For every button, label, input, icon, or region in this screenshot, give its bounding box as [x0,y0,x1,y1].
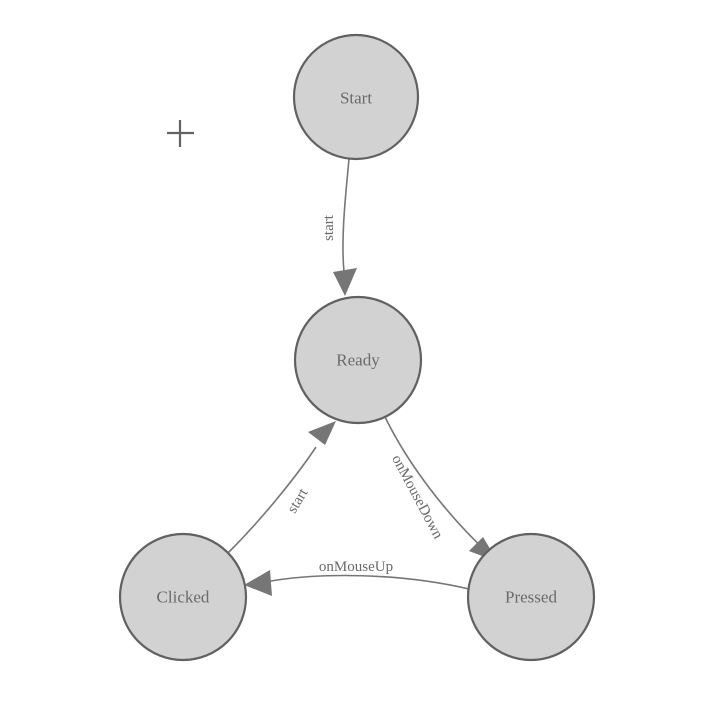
edge-label-start: start [321,214,337,241]
node-clicked[interactable]: Clicked [118,532,248,662]
edge-path-start-to-ready [342,158,350,273]
node-circle-pressed[interactable] [466,532,596,662]
node-circle-start[interactable] [292,33,420,161]
node-circle-ready[interactable] [293,295,423,425]
node-label-clicked: Clicked [157,588,210,607]
edge-ready-to-pressed[interactable]: onMouseDown [384,416,498,562]
edge-path-pressed-to-clicked [264,574,470,590]
edge-path-clicked-to-ready [227,446,317,554]
node-ready[interactable]: Ready [293,295,423,425]
node-pressed[interactable]: Pressed [466,532,596,662]
arrowhead-clicked-to-ready [308,421,336,445]
arrowhead-pressed-to-clicked [244,570,272,596]
edge-path-ready-to-pressed [384,416,490,555]
edge-label-onmouseup: onMouseUp [319,559,393,575]
arrowhead-start-to-ready [333,268,357,296]
edge-clicked-to-ready[interactable]: start [227,421,336,554]
edge-label-start-return: start [284,485,311,516]
node-start[interactable]: Start [292,33,420,161]
edge-pressed-to-clicked[interactable]: onMouseUp [244,559,470,596]
edge-start-to-ready[interactable]: start [321,158,357,296]
node-circle-clicked[interactable] [118,532,248,662]
node-label-ready: Ready [336,351,380,370]
node-label-pressed: Pressed [505,588,557,607]
crosshair-icon[interactable] [167,120,194,147]
node-label-start: Start [340,89,372,108]
